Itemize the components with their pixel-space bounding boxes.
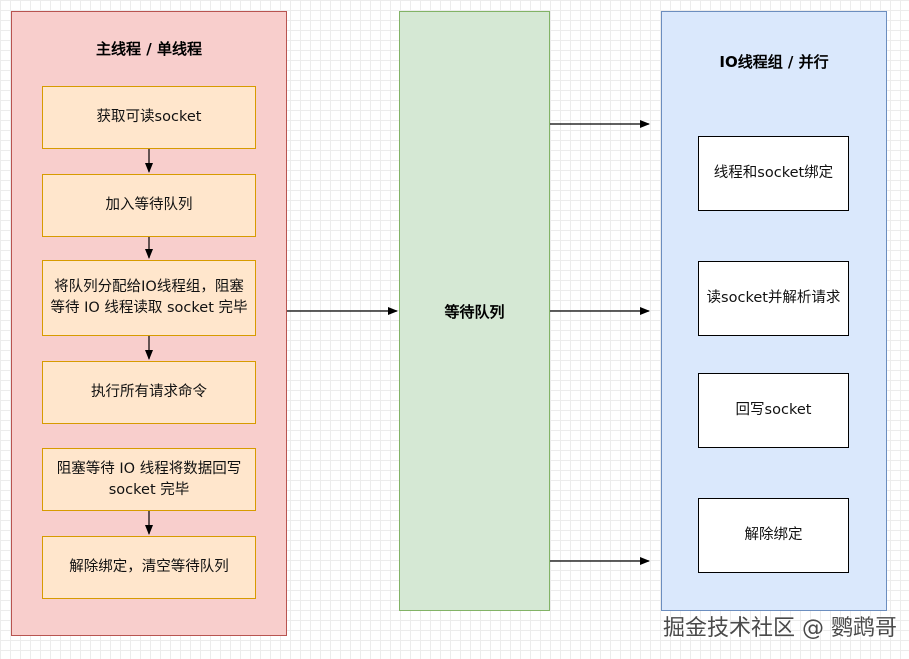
step-execute-commands: 执行所有请求命令 bbox=[42, 361, 256, 424]
io-step-write-back: 回写socket bbox=[698, 373, 849, 448]
main-thread-title: 主线程 / 单线程 bbox=[96, 40, 202, 58]
wait-queue-panel bbox=[399, 11, 550, 611]
watermark-text: 掘金技术社区 @ 鹦鹉哥 bbox=[663, 616, 897, 641]
step-assign-io-group: 将队列分配给IO线程组，阻塞等待 IO 线程读取 socket 完毕 bbox=[42, 260, 256, 336]
io-step-bind-socket: 线程和socket绑定 bbox=[698, 136, 849, 211]
wait-queue-label: 等待队列 bbox=[444, 303, 505, 321]
step-unbind-clear-queue: 解除绑定，清空等待队列 bbox=[42, 536, 256, 599]
io-step-read-parse: 读socket并解析请求 bbox=[698, 261, 849, 336]
io-step-unbind: 解除绑定 bbox=[698, 498, 849, 573]
io-group-title: IO线程组 / 并行 bbox=[719, 53, 829, 71]
step-add-wait-queue: 加入等待队列 bbox=[42, 174, 256, 237]
step-get-readable-socket: 获取可读socket bbox=[42, 86, 256, 149]
step-wait-write-back: 阻塞等待 IO 线程将数据回写 socket 完毕 bbox=[42, 448, 256, 511]
